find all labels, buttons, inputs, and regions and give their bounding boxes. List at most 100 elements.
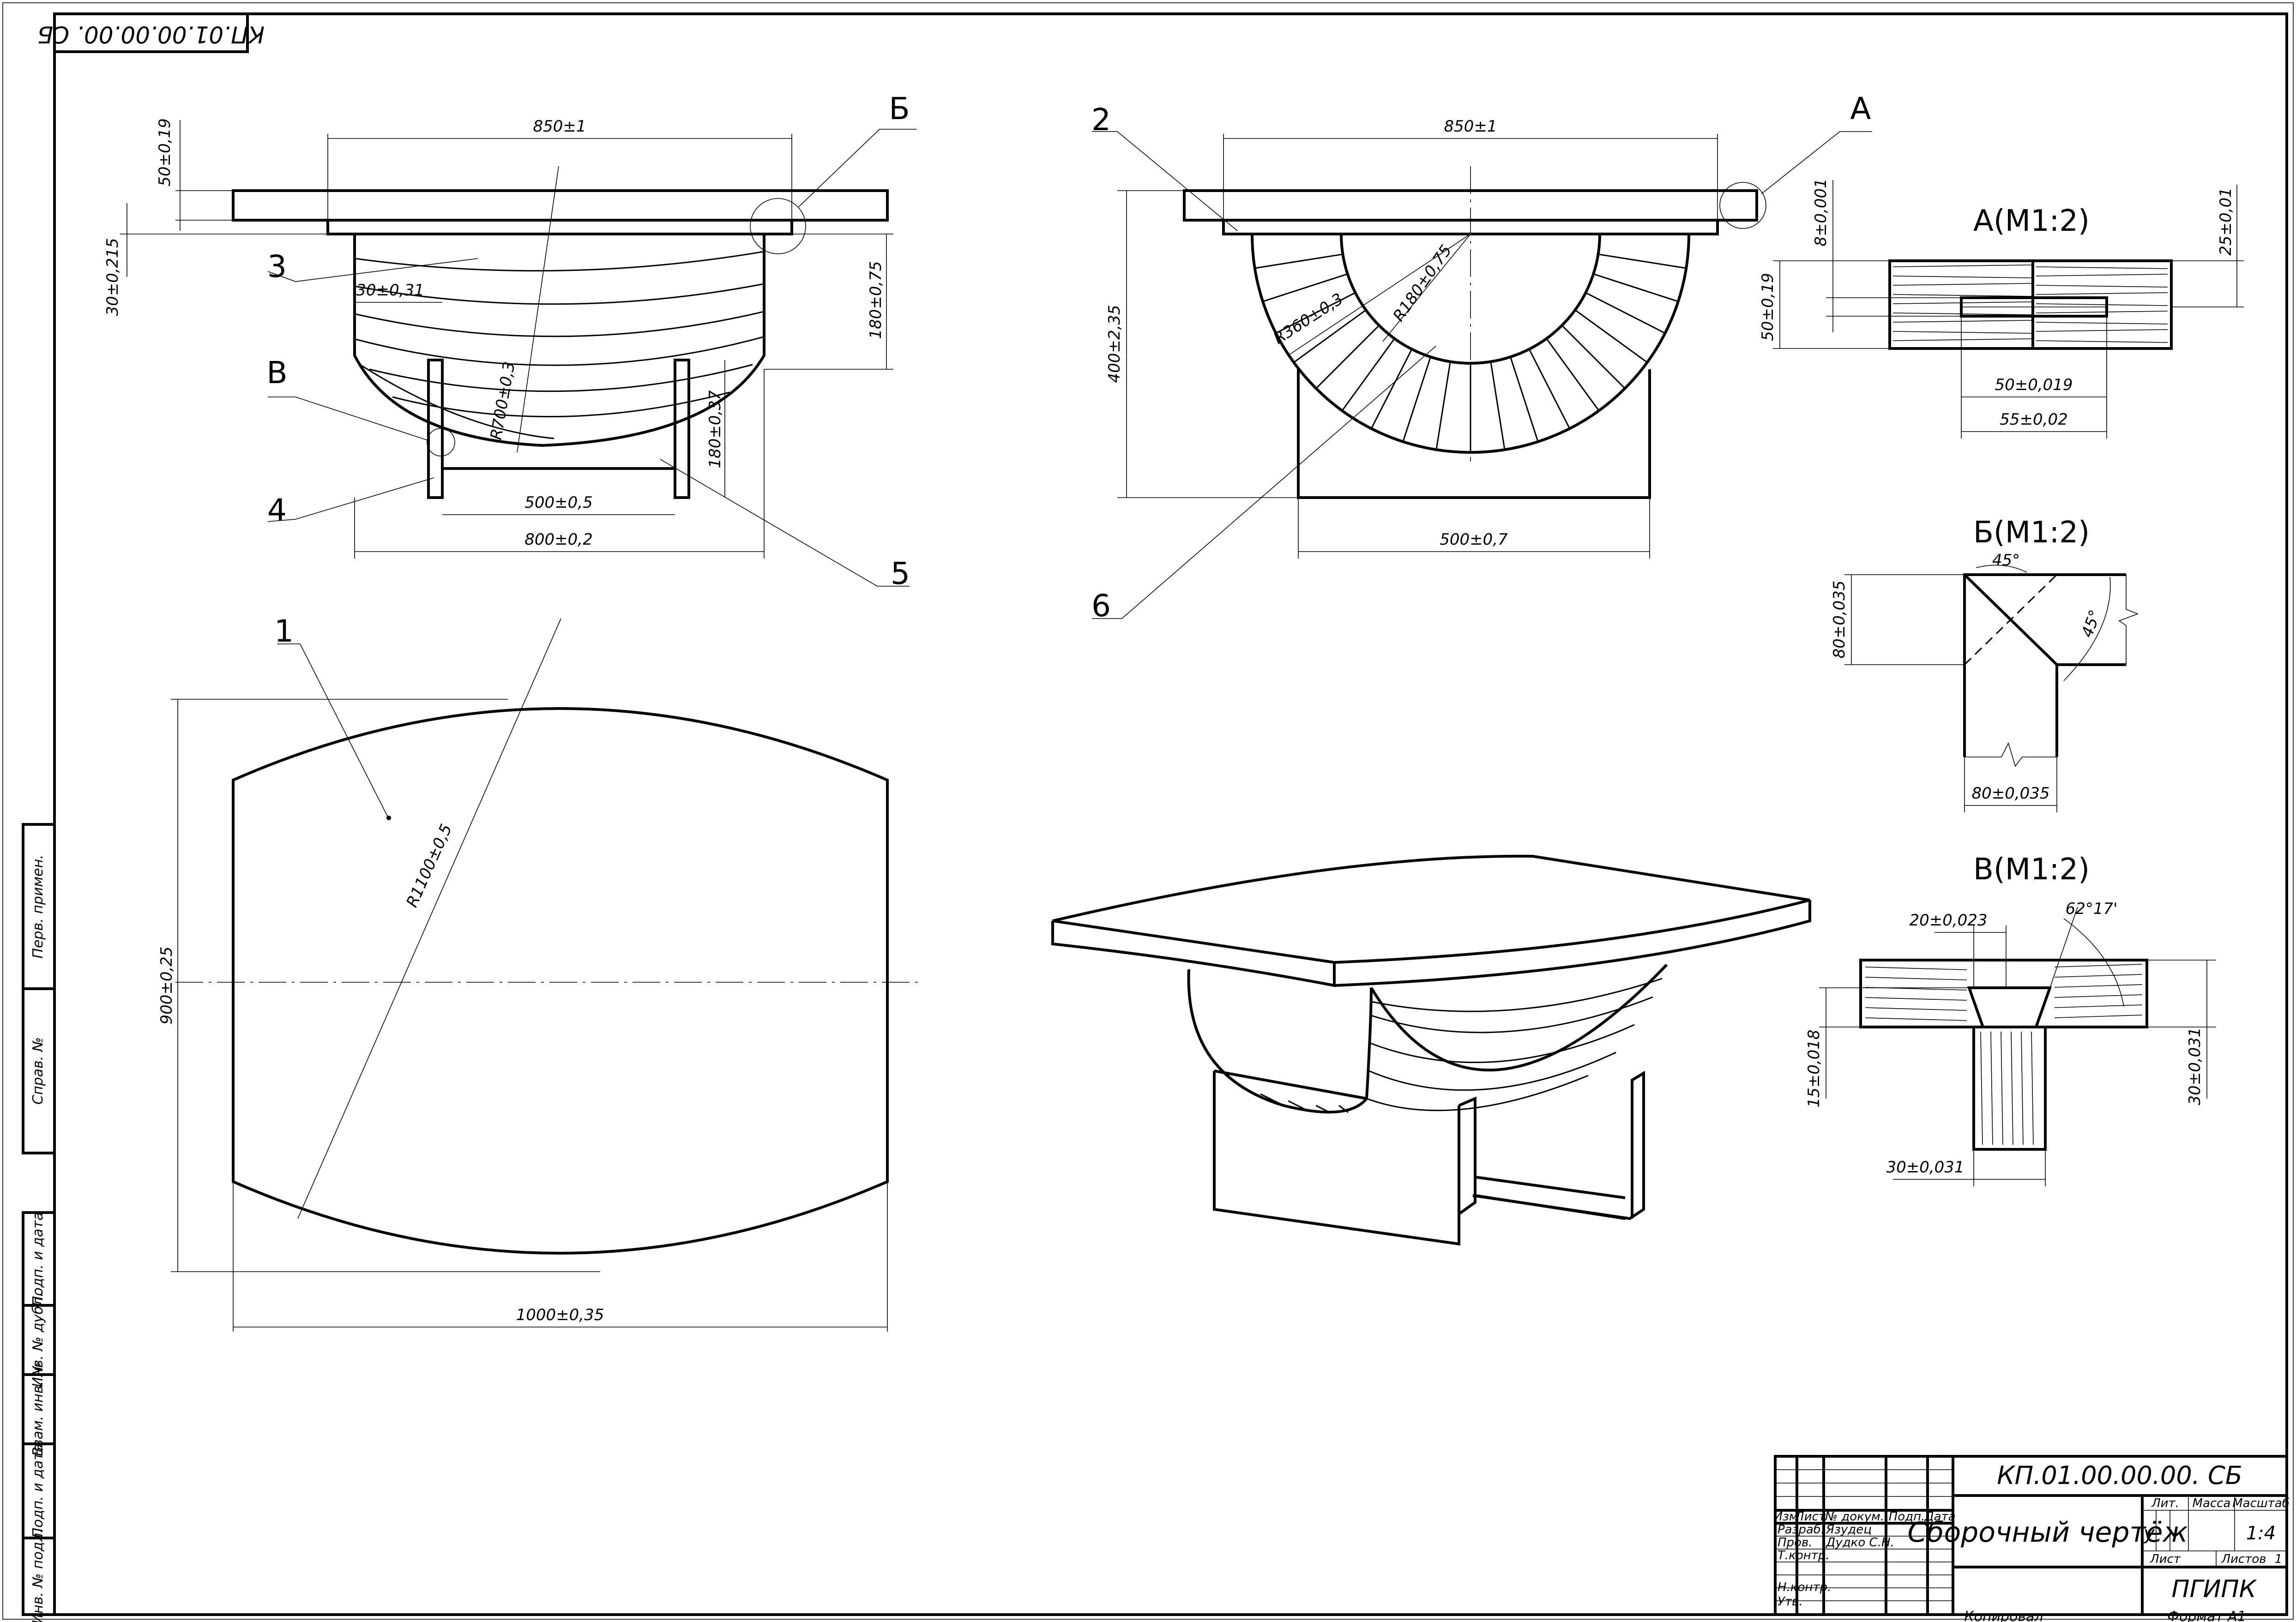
drawing-frame [53,12,2288,1616]
wood-grain-line [1865,977,1967,980]
callout-4: 4 [267,493,287,528]
tb-role-6: Утв. [1778,1595,1803,1609]
tb-massa-label: Масса [2193,1496,2231,1510]
callout-a: А [1850,91,1871,126]
dim-plan-1000: 1000±0,35 [516,1306,604,1324]
front-leg-left [427,359,444,499]
wood-grain-line [2054,994,2143,998]
section-v-board [1859,959,2148,1028]
wood-grain-line [1892,320,2032,323]
wood-grain-line [1865,1007,1967,1011]
side-slat-joint [1402,356,1431,442]
dim-a-55: 55±0,02 [2000,410,2067,429]
dim-b-80h: 80±0,035 [1971,784,2049,803]
tb-list-label: Лист [2150,1552,2181,1566]
tb-format-value: А1 [2227,1609,2246,1622]
wood-grain-line [2054,1004,2143,1008]
side-slat-joint [1276,292,1356,334]
dim-v-20: 20±0,023 [1909,911,1987,930]
dim-side-850: 850±1 [1444,117,1497,136]
wood-grain-line [2021,1031,2024,1145]
side-slat-joint [1561,324,1625,389]
side-slat-joint [1342,338,1395,411]
side-podp-data-1: Подп. и дата [30,1212,46,1306]
tb-name: Сборочный чертёж [1908,1516,2188,1549]
dim-a-8: 8±0,001 [1812,178,1830,246]
section-v-leg [1972,1026,2047,1151]
dim-front-180-75: 180±0,75 [867,261,885,339]
tb-lit-label: Лит. [2151,1496,2179,1510]
top-stamp: КП.01.00.00.00. СБ [37,12,265,53]
iso-leg-front [1213,1071,1460,1246]
wood-grain-line [1892,312,2032,315]
title-block: КП.01.00.00.00. СБ Сборочный чертёж Изм … [1774,1455,2290,1622]
tb-masshtab-value: 1:4 [2246,1523,2276,1544]
wood-grain-line [1865,967,1967,970]
front-apron [326,219,793,235]
tb-org: ПГИПК [2172,1575,2257,1603]
tb-h-podp: Подп. [1889,1510,1925,1524]
dim-front-r700: R700±0,3 [487,360,519,441]
side-inv-podl: Инв. № подл. [30,1529,46,1622]
front-view: 850±1 50±0,19 30±0,215 30±0,31 180±0,75 … [103,91,916,591]
tb-h-list: Лист [1795,1510,1826,1524]
wood-grain-line [1892,276,2032,278]
side-outer-arc [1251,234,1690,454]
wood-grain-line [2036,340,2168,343]
dim-front-30: 30±0,215 [103,238,122,316]
tb-listov-value: 1 [2275,1552,2283,1566]
tb-role-5: Н.контр. [1778,1580,1831,1594]
dim-front-50: 50±0,19 [156,118,174,186]
wood-grain-line [1892,301,2032,304]
callout-2: 2 [1091,102,1111,138]
tb-lit-value: у [2143,1523,2155,1544]
tb-role-2: Пров. [1778,1536,1813,1550]
side-slat-joint [1598,253,1686,269]
callout-1: 1 [274,613,294,649]
tb-role-1: Разраб. [1778,1523,1825,1537]
front-tabletop [232,189,889,222]
dim-front-850: 850±1 [533,117,586,136]
dim-front-800: 800±0,2 [524,530,592,549]
tb-h-data: Дата [1924,1510,1955,1524]
side-base [1297,369,1651,499]
dim-a-25: 25±0,01 [2217,187,2235,255]
callout-circle-b [750,198,806,254]
wood-grain-line [2054,974,2143,978]
side-vzam-inv: Взам. инв. № [30,1362,46,1456]
section-a-board-right [2031,259,2173,350]
side-slat-joint [1263,273,1348,302]
side-slat-joint [1585,292,1665,334]
wood-grain-line [2011,1031,2013,1145]
side-slat-joint [1546,338,1599,411]
dim-side-500: 500±0,7 [1440,530,1508,549]
section-v: В(М1:2) 20±0,023 62°17' 15±0,018 30±0,03… [1805,853,2216,1186]
side-slat-joint [1255,253,1343,269]
section-v-title: В(М1:2) [1973,853,2090,887]
wood-grain-line [1892,331,2032,334]
wood-grain-line [1892,294,2032,297]
side-perv-primen: Перв. примен. [30,854,46,958]
side-slat-joint [1435,361,1451,450]
dim-side-r360: R360±0,3 [1270,289,1346,348]
side-inv-dubl: Инв. № дубл. [30,1292,46,1387]
callout-5: 5 [891,556,910,591]
dim-front-30-31: 30±0,31 [356,281,424,300]
dim-b-80v: 80±0,035 [1830,580,1849,658]
isometric-view [1051,854,1811,1246]
wood-grain-line [2054,1015,2143,1018]
wood-grain-line [1892,283,2032,286]
tb-masshtab-label: Масштаб [2232,1496,2290,1510]
iso-leg-back [1458,1096,1476,1217]
iso-bowl-body [1370,963,1668,1072]
front-bowl [353,234,765,447]
wood-grain-line [2036,311,2168,313]
callout-3: 3 [267,249,287,284]
side-view: 850±1 400±2,35 R360±0,3 R180±0,75 500±0,… [1091,91,1872,624]
wood-grain-line [2036,266,2168,269]
section-b-title: Б(М1:2) [1973,516,2090,550]
wood-grain-line [2001,1031,2003,1145]
tb-code: КП.01.00.00.00. СБ [1997,1461,2242,1490]
